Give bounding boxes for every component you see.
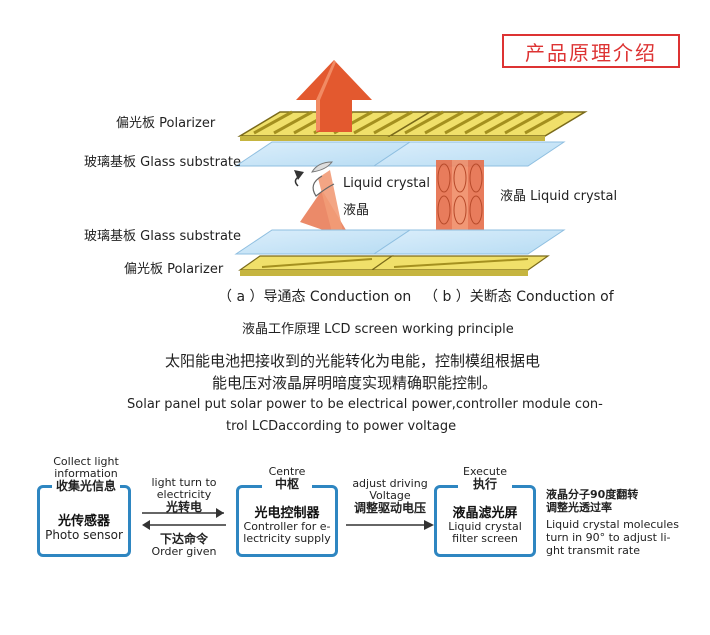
centre-tag: Centre 中枢 <box>262 466 312 491</box>
photo-sensor-box: 光传感器 Photo sensor <box>37 485 131 557</box>
arrow1-top-cn: 光转电 <box>165 500 202 514</box>
controller-title-en2: lectricity supply <box>243 532 331 545</box>
section-title: 产品原理介绍 <box>502 34 680 68</box>
bottom-glass-label: 玻璃基板 Glass substrate <box>84 229 242 244</box>
arrow2-top-en1: adjust driving <box>352 477 428 490</box>
result-en3: ght transmit rate <box>546 544 640 557</box>
description-en-line1: Solar panel put solar power to be electr… <box>127 397 603 412</box>
collect-light-en2: information <box>54 467 118 480</box>
bidirectional-arrow-icon <box>142 508 226 530</box>
lc-twisted-molecules <box>294 161 352 248</box>
lc-right-label: 液晶 Liquid crystal <box>500 189 618 204</box>
arrow2-top-cn: 调整驱动电压 <box>353 501 426 515</box>
result-text: 液晶分子90度翻转 调整光透过率 Liquid crystal molecule… <box>546 488 679 557</box>
photo-sensor-title-cn: 光传感器 <box>57 514 110 529</box>
top-polarizer-right <box>387 110 588 141</box>
bottom-polarizer-label: 偏光板 Polarizer <box>124 262 224 277</box>
result-en1: Liquid crystal molecules <box>546 518 679 531</box>
result-cn2: 调整光透过率 <box>546 501 612 514</box>
result-cn1: 液晶分子90度翻转 <box>546 488 639 501</box>
top-polarizer-label: 偏光板 Polarizer <box>116 116 216 131</box>
lc-filter-title-cn: 液晶滤光屏 <box>452 506 518 521</box>
caption-conduction-on: （ a ）导通态 Conduction on <box>218 289 412 305</box>
execute-tag-cn: 执行 <box>472 477 497 491</box>
caption-principle: 液晶工作原理 LCD screen working principle <box>242 322 514 337</box>
description-cn-line1: 太阳能电池把接收到的光能转化为电能，控制模组根据电 <box>165 352 541 370</box>
lc-aligned-molecules <box>436 160 484 246</box>
lc-filter-title-en2: filter screen <box>452 532 518 545</box>
lcd-layer-diagram <box>234 60 588 276</box>
forward-arrow-icon <box>346 520 434 530</box>
execute-tag: Execute 执行 <box>458 466 512 491</box>
bottom-glass-right <box>372 229 566 255</box>
adjust-voltage-label: adjust driving Voltage 调整驱动电压 <box>338 478 442 515</box>
result-en2: turn in 90° to adjust li- <box>546 531 671 544</box>
centre-tag-cn: 中枢 <box>274 477 299 491</box>
description-en-line2: trol LCDaccording to power voltage <box>226 419 457 434</box>
lc-left-label-en: Liquid crystal <box>343 176 430 191</box>
arrow1-bottom-en: Order given <box>151 545 217 558</box>
controller-title-cn: 光电控制器 <box>254 506 320 521</box>
arrow2-top-en2: Voltage <box>369 489 411 502</box>
controller-box: 光电控制器 Controller for e- lectricity suppl… <box>236 485 338 557</box>
caption-conduction-off: （ b ）关断态 Conduction of <box>424 289 614 305</box>
arrow1-top-en1: light turn to <box>151 476 217 489</box>
order-given-label: 下达命令 Order given <box>138 533 230 558</box>
arrow1-top-en2: electricity <box>156 488 212 501</box>
centre-tag-en: Centre <box>268 465 306 478</box>
collect-light-tag: Collect light information 收集光信息 <box>52 456 120 493</box>
collect-light-en1: Collect light <box>53 455 119 468</box>
light-to-electricity-label: light turn to electricity 光转电 <box>138 477 230 514</box>
photo-sensor-title-en: Photo sensor <box>45 528 123 542</box>
bottom-polarizer <box>238 255 550 276</box>
execute-tag-en: Execute <box>463 465 507 478</box>
description-cn-line2: 能电压对液晶屏明暗度实现精确职能控制。 <box>212 374 498 392</box>
lc-filter-box: 液晶滤光屏 Liquid crystal filter screen <box>434 485 536 557</box>
lc-filter-title-en1: Liquid crystal <box>448 520 522 533</box>
controller-title-en1: Controller for e- <box>243 520 331 533</box>
lc-left-label-cn: 液晶 <box>343 203 370 218</box>
top-glass-label: 玻璃基板 Glass substrate <box>84 155 242 170</box>
light-output-arrow-icon <box>296 60 372 132</box>
arrow1-bottom-cn: 下达命令 <box>159 532 208 546</box>
collect-light-cn: 收集光信息 <box>55 479 116 493</box>
